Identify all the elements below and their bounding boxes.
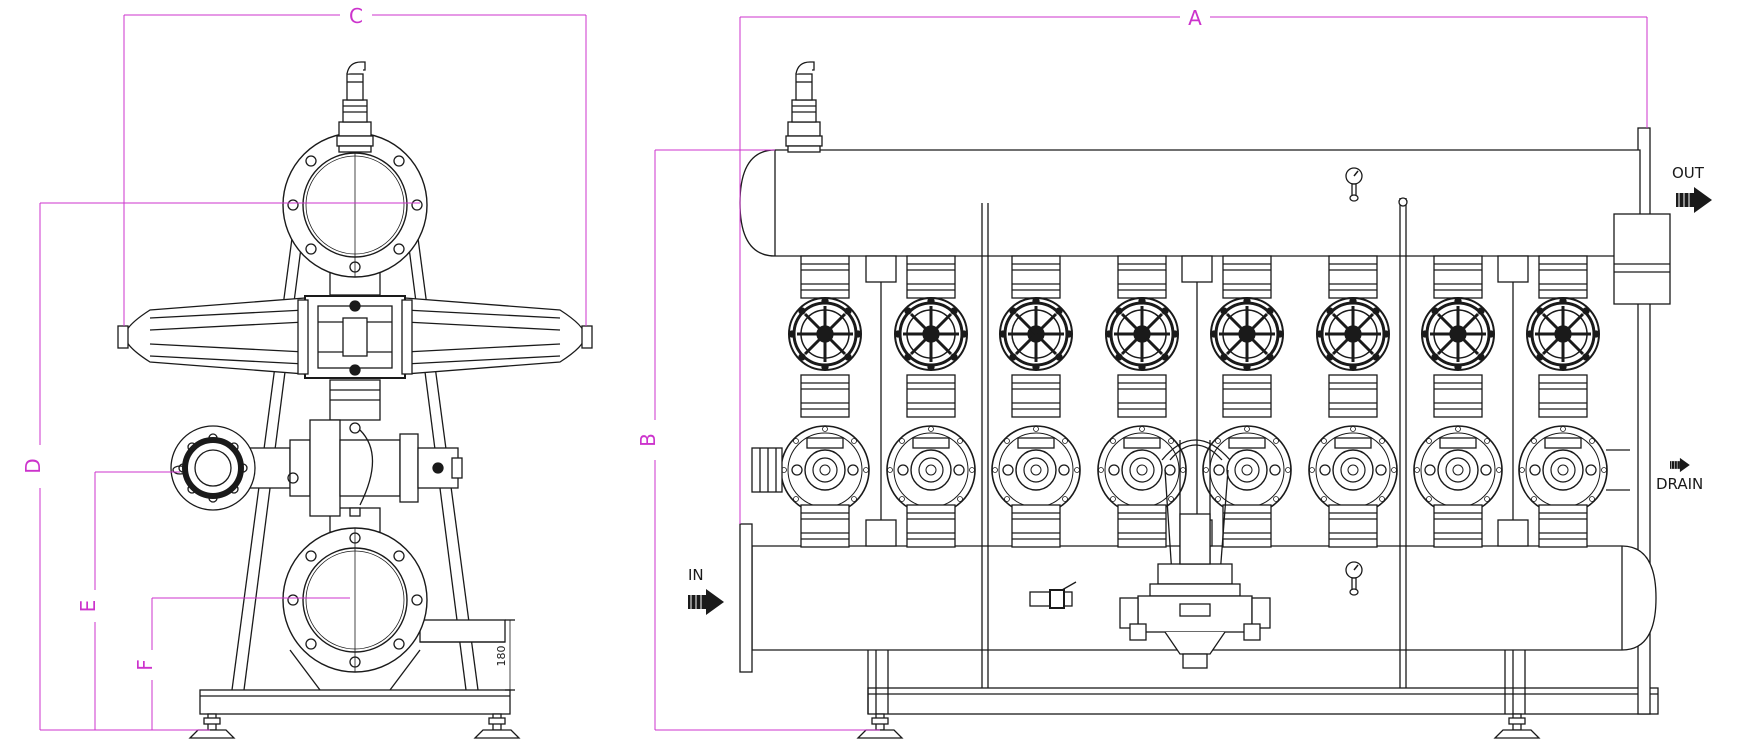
inlet-flow-arrow-icon — [687, 588, 725, 616]
hydraulic-valve — [1119, 513, 1271, 669]
filter-unit — [1413, 255, 1503, 548]
leveling-foot — [189, 713, 235, 739]
top-flange — [282, 132, 428, 278]
front-view — [739, 61, 1671, 739]
side-view — [117, 61, 593, 739]
filter-unit — [780, 255, 870, 548]
dimension-a-label: A — [1188, 6, 1202, 30]
filter-unit — [1308, 255, 1398, 548]
filter-unit — [991, 255, 1081, 548]
air-release-valve-front — [785, 61, 823, 153]
ball-valve — [1029, 581, 1077, 609]
filter-unit — [1518, 255, 1608, 548]
height-dimension-label: 180 — [495, 646, 508, 667]
drain-flow-arrow-icon — [1669, 457, 1691, 473]
air-release-valve — [336, 61, 374, 153]
leveling-foot — [474, 713, 520, 739]
side-view-dimensions — [39, 14, 587, 731]
inlet-label: IN — [688, 566, 704, 584]
side-inlet-flange — [170, 425, 256, 511]
leveling-foot-front — [1494, 713, 1540, 739]
dimension-f-label: F — [133, 659, 157, 671]
dimension-c-label: C — [349, 4, 363, 28]
leveling-foot-front — [857, 713, 903, 739]
drain-label: DRAIN — [1656, 475, 1703, 493]
filter-unit — [1202, 255, 1292, 548]
dimension-d-label: D — [21, 458, 45, 473]
filter-unit — [1097, 255, 1187, 548]
base-frame-front — [867, 687, 1659, 715]
bottom-flange — [282, 527, 428, 673]
dimension-b-label: B — [636, 433, 660, 447]
outlet-flow-arrow-icon — [1675, 186, 1713, 214]
outlet-manifold — [739, 149, 1641, 257]
front-view-dimensions — [654, 16, 1648, 731]
base-frame — [199, 689, 511, 715]
outlet-label: OUT — [1672, 164, 1705, 182]
filter-unit — [886, 255, 976, 548]
dimension-e-label: E — [76, 600, 100, 613]
